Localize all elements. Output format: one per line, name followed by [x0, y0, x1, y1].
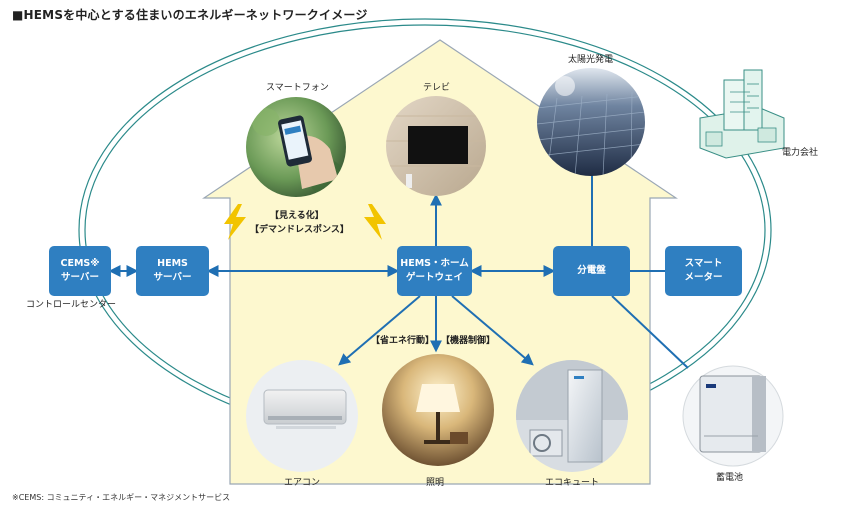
battery-unit [682, 365, 784, 467]
connectors [108, 166, 689, 369]
tv-photo [386, 96, 486, 196]
cems-server-line2: サーバー [61, 272, 99, 283]
home-gateway-node: HEMS・ホーム ゲートウェイ [397, 246, 472, 296]
tv-label: テレビ [423, 83, 451, 93]
lightning-bolt-icon-right [364, 204, 386, 240]
energy-saving-label: 【省エネ行動】 [371, 336, 435, 346]
aircon-photo [246, 360, 358, 472]
footnote: ※CEMS: コミュニティ・エネルギー・マネジメントサービス [12, 493, 231, 502]
home-gateway-line1: HEMS・ホーム [400, 258, 469, 269]
control-center-label: コントロールセンター [26, 300, 117, 310]
lighting-photo [382, 354, 494, 466]
hems-server-line2: サーバー [153, 272, 192, 283]
distribution-board-label: 分電盤 [577, 265, 606, 276]
power-company-building [699, 69, 785, 159]
ecocute-photo [516, 360, 628, 472]
battery-label: 蓄電池 [716, 473, 744, 483]
solar-panel-photo [537, 68, 645, 176]
hems-server-line1: HEMS [157, 258, 188, 269]
smartphone-photo [246, 97, 346, 197]
lightning-bolt-icon-left [224, 204, 246, 240]
lighting-label: 照明 [426, 478, 445, 488]
page-title: ■HEMSを中心とする住まいのエネルギーネットワークイメージ [12, 8, 368, 22]
cems-server-line1: CEMS※ [60, 258, 100, 269]
solar-label: 太陽光発電 [568, 55, 614, 65]
smart-meter-line2: メーター [684, 272, 723, 283]
home-gateway-line2: ゲートウェイ [405, 272, 463, 283]
aircon-label: エアコン [284, 478, 321, 488]
smart-meter-node: スマート メーター [665, 246, 742, 296]
device-control-label: 【機器制御】 [441, 336, 496, 346]
cems-server-node: CEMS※ サーバー [49, 246, 111, 296]
visualize-label: 【見える化】 [270, 211, 324, 221]
distribution-board-node: 分電盤 [553, 246, 630, 296]
hems-server-node: HEMS サーバー [136, 246, 209, 296]
smart-meter-line1: スマート [684, 258, 723, 269]
smartphone-label: スマートフォン [266, 83, 329, 93]
demand-response-label: 【デマンドレスポンス】 [250, 225, 349, 235]
ecocute-label: エコキュート [545, 478, 600, 488]
power-company-label: 電力会社 [782, 148, 819, 158]
